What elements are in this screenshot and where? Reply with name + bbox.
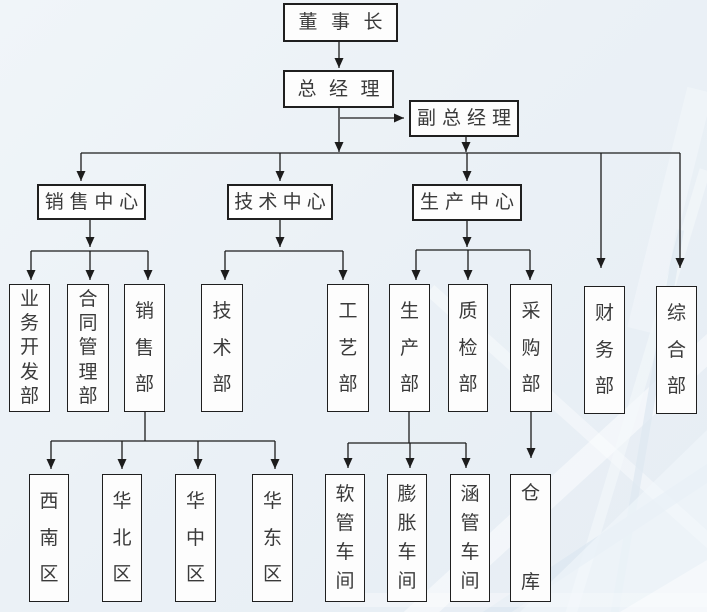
node-warehouse: 仓库: [510, 474, 551, 602]
node-east-china-region: 华东区: [252, 474, 293, 602]
node-general-affairs-dept: 综合部: [656, 286, 697, 414]
node-purchasing-dept: 采购部: [510, 284, 552, 412]
connectors-production-center-children: [411, 221, 535, 280]
node-technology-dept: 技术部: [201, 284, 243, 412]
node-hose-workshop: 软管车间: [325, 474, 365, 602]
node-north-china-region: 华北区: [102, 474, 142, 602]
node-business-development-dept: 业务开发部: [9, 284, 50, 412]
connectors-workshops: [343, 412, 536, 468]
node-culvert-pipe-workshop: 涵管车间: [450, 474, 490, 602]
node-process-dept: 工艺部: [327, 284, 369, 412]
connectors-executive: [334, 42, 471, 152]
node-expansion-workshop: 膨胀车间: [387, 474, 427, 602]
node-quality-inspection-dept: 质检部: [448, 284, 488, 412]
node-southwest-region: 西南区: [29, 474, 69, 602]
node-chairman: 董事长: [283, 3, 398, 42]
node-production-dept: 生产部: [389, 284, 430, 412]
node-general-manager: 总经理: [283, 70, 394, 108]
node-sales-center: 销售中心: [37, 184, 146, 220]
node-finance-dept: 财务部: [584, 286, 625, 414]
connectors-technology-center-children: [220, 220, 348, 280]
node-technology-center: 技术中心: [227, 184, 333, 220]
node-production-center: 生产中心: [412, 184, 522, 221]
connectors-level-centers: [76, 152, 685, 268]
node-central-china-region: 华中区: [175, 474, 216, 602]
node-contract-management-dept: 合同管理部: [67, 284, 109, 412]
node-sales-dept: 销售部: [124, 284, 165, 412]
node-deputy-general-manager: 副总经理: [409, 100, 519, 137]
connectors-sales-regions: [46, 412, 280, 469]
connectors-sales-center-children: [26, 220, 153, 280]
